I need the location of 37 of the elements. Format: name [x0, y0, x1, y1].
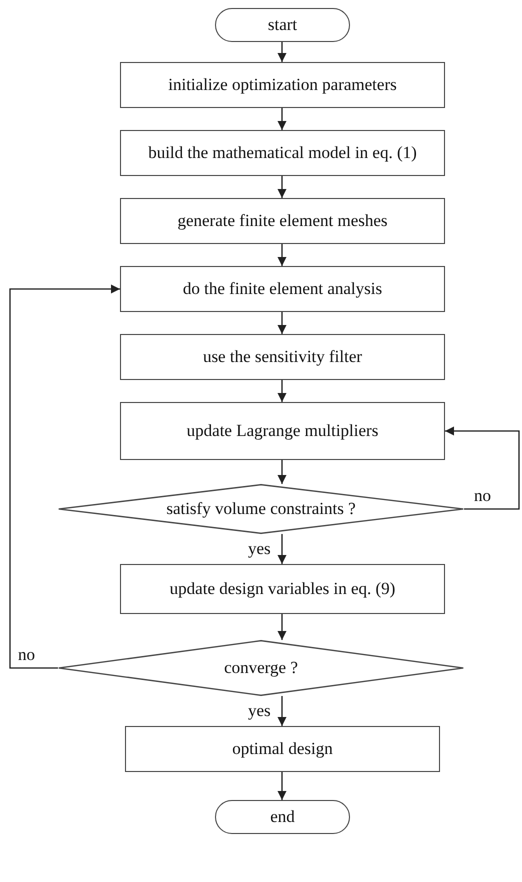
node-text: update design variables in eq. (9): [170, 580, 396, 598]
arrow: [278, 380, 286, 402]
arrow: [278, 534, 286, 564]
process-box: [120, 334, 445, 380]
arrow: [278, 772, 286, 800]
arrow: [278, 244, 286, 266]
terminal-shape: [215, 8, 350, 42]
arrow: [278, 108, 286, 130]
node-text: use the sensitivity filter: [202, 348, 362, 366]
process-box: [120, 564, 445, 614]
decision-diamond: [58, 484, 464, 534]
node-text: generate finite element meshes: [177, 212, 388, 230]
process-box: [120, 266, 445, 312]
arrow: [278, 696, 286, 726]
arrow: [278, 614, 286, 640]
process-box: [120, 198, 445, 244]
arrow: [278, 42, 286, 62]
decision-diamond: [58, 640, 464, 696]
arrow: [278, 176, 286, 198]
node-text: do the finite element analysis: [182, 280, 382, 298]
arrow: [278, 460, 286, 484]
arrow: [278, 312, 286, 334]
node-text: satisfy volume constraints ?: [166, 500, 356, 518]
process-box: [125, 726, 440, 772]
node-text: update Lagrange multipliers: [186, 422, 378, 440]
process-box: [120, 402, 445, 460]
terminal-shape: [215, 800, 350, 834]
node-text: converge ?: [224, 658, 298, 678]
node-text: initialize optimization parameters: [168, 76, 397, 94]
arrow: [9, 284, 120, 669]
arrow: [445, 426, 520, 510]
process-box: [120, 130, 445, 176]
node-text: start: [268, 16, 298, 34]
node-text: build the mathematical model in eq. (1): [148, 144, 417, 162]
process-box: [120, 62, 445, 108]
node-text: optimal design: [232, 740, 333, 758]
node-text: end: [270, 808, 295, 826]
